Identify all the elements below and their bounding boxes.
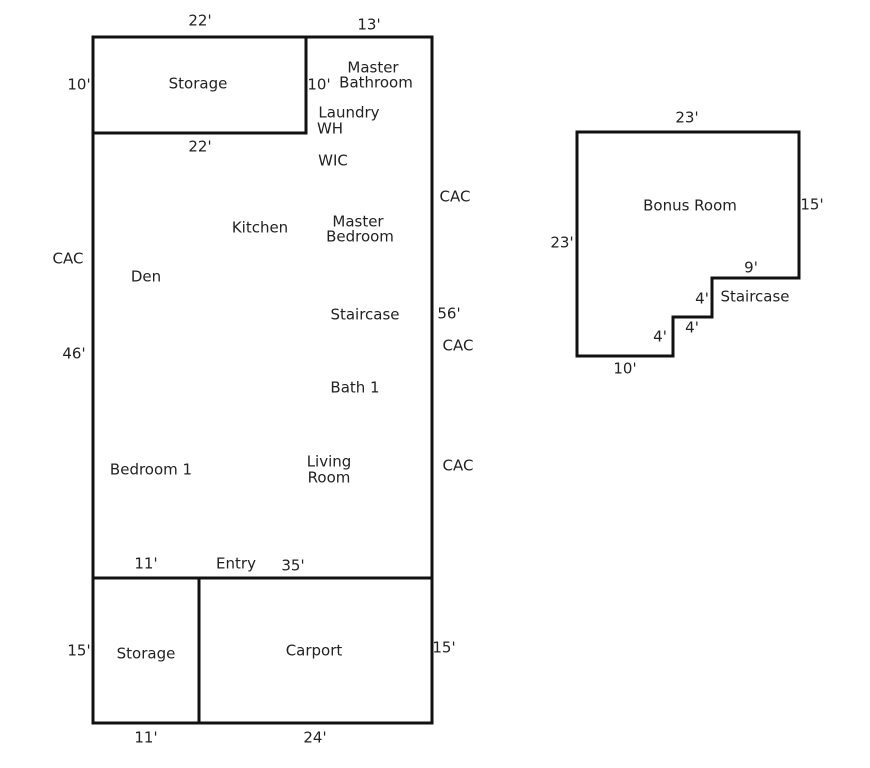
cac-label-right-3: CAC [443, 457, 474, 475]
room-label-bonus-staircase: Staircase [720, 288, 789, 306]
dimension-bonus-step-vertical-lower: 4' [653, 328, 667, 346]
dimension-top-right-width: 13' [357, 16, 380, 34]
bonus-plan-labels: Bonus Room Staircase 23' 23' 15' 9' 4' 4… [550, 109, 823, 378]
dimension-bonus-step-horizontal: 4' [685, 319, 699, 337]
room-label-master-bathroom-line1: Master [347, 59, 399, 77]
dimension-bottom-storage-width: 11' [134, 729, 157, 747]
dimension-overall-left-height: 46' [62, 345, 85, 363]
room-label-master-bathroom-line2: Bathroom [339, 74, 413, 92]
room-label-living-line1: Living [307, 453, 352, 471]
dimension-top-storage-width: 22' [188, 12, 211, 30]
main-plan-room-labels: Storage Master Bathroom Laundry WH WIC K… [110, 59, 413, 663]
room-label-staircase: Staircase [330, 306, 399, 324]
room-label-kitchen: Kitchen [232, 219, 288, 237]
room-label-entry: Entry [216, 555, 256, 573]
main-plan-dimensions: 22' 13' 10' 10' 22' 46' 56' 11' 35' 15' … [62, 12, 460, 747]
bottom-section-outline [91, 576, 434, 725]
room-label-master-bedroom-line1: Master [332, 213, 384, 231]
room-label-master-bedroom-line2: Bedroom [326, 228, 394, 246]
dimension-bonus-step-vertical-upper: 4' [695, 290, 709, 308]
room-label-bonus-room: Bonus Room [643, 197, 737, 215]
dimension-entry-left-width: 11' [134, 555, 157, 573]
dimension-entry-right-width: 35' [281, 557, 304, 575]
room-label-bath-1: Bath 1 [330, 379, 379, 397]
dimension-storage-right-height: 10' [307, 76, 330, 94]
dimension-bonus-left: 23' [550, 234, 573, 252]
room-label-bedroom-1: Bedroom 1 [110, 461, 192, 479]
room-label-living-line2: Room [308, 469, 351, 487]
cac-labels: CAC CAC CAC CAC [53, 188, 474, 475]
cac-label-right-1: CAC [440, 188, 471, 206]
room-label-carport: Carport [286, 642, 343, 660]
dimension-bottom-right-height: 15' [432, 639, 455, 657]
dimension-bonus-top: 23' [675, 109, 698, 127]
room-label-wic: WIC [318, 152, 348, 170]
room-label-storage-bottom: Storage [117, 645, 176, 663]
dimension-bottom-left-height: 15' [67, 642, 90, 660]
dimension-overall-right-height: 56' [437, 305, 460, 323]
dimension-storage-bottom-width: 22' [188, 138, 211, 156]
dimension-bonus-bottom: 10' [613, 360, 636, 378]
room-label-laundry: Laundry [318, 104, 379, 122]
top-storage-walls [91, 35, 308, 135]
main-plan-walls [91, 35, 434, 725]
room-label-den: Den [131, 268, 161, 286]
dimension-bonus-step-top: 9' [744, 259, 758, 277]
dimension-storage-left-height: 10' [67, 76, 90, 94]
room-label-wh: WH [317, 120, 343, 138]
cac-label-right-2: CAC [443, 337, 474, 355]
cac-label-left: CAC [53, 250, 84, 268]
bonus-room-outline [575, 130, 801, 358]
room-label-storage-top: Storage [169, 75, 228, 93]
dimension-bottom-carport-width: 24' [303, 729, 326, 747]
dimension-bonus-right: 15' [800, 196, 823, 214]
